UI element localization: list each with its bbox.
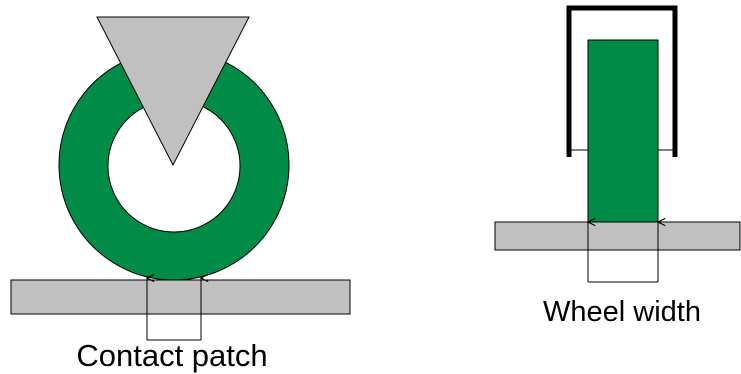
- front-view: Wheel width: [494, 5, 741, 328]
- side-view: Contact patch: [10, 16, 351, 373]
- ground-surface-front: [494, 221, 741, 251]
- wheel-front-profile: [587, 39, 659, 223]
- contact-patch-bracket: [147, 278, 201, 341]
- wheel-width-bracket: [588, 222, 658, 283]
- contact-patch-label: Contact patch: [76, 338, 267, 373]
- load-indicator-triangle: [96, 16, 250, 167]
- ground-surface: [10, 279, 351, 315]
- fork: [566, 5, 678, 157]
- wheel-width-label: Wheel width: [543, 296, 701, 328]
